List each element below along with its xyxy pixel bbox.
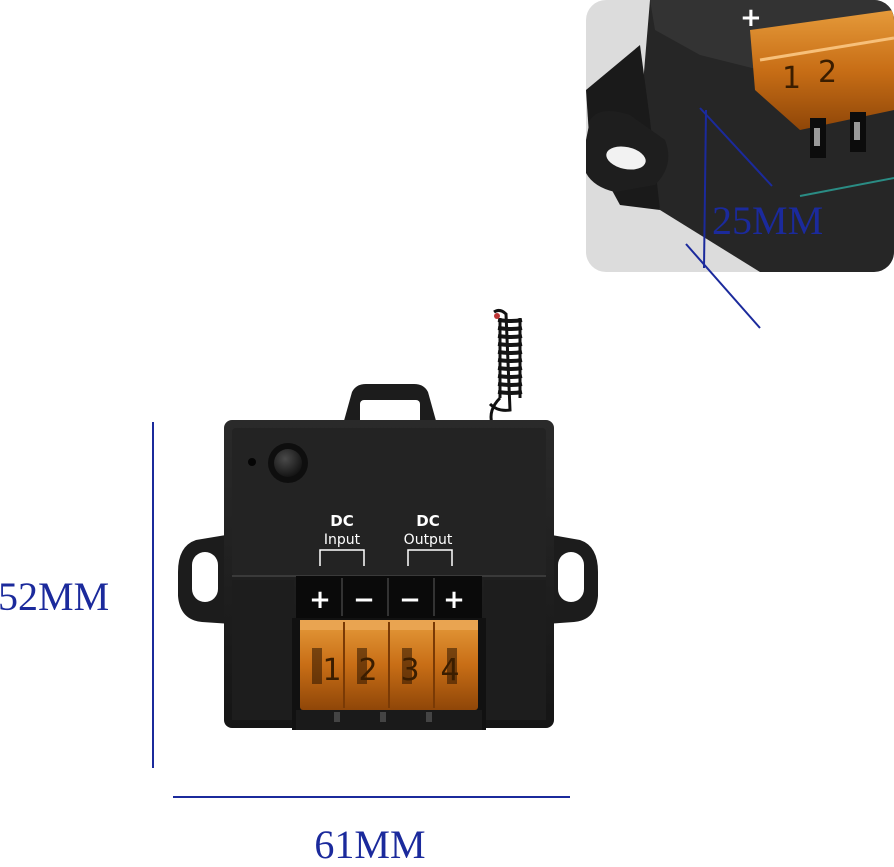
right-mount-ear <box>546 534 598 624</box>
left-mount-ear <box>178 534 232 624</box>
inset-number-1: 1 <box>782 61 801 96</box>
antenna <box>488 308 523 425</box>
terminal-sign-1: + <box>309 585 331 615</box>
terminal-number-3: 3 <box>400 653 419 688</box>
terminal-number-2: 2 <box>358 653 377 688</box>
inset-closeup: 1 2 + <box>586 0 894 272</box>
terminal-sign-2: − <box>353 585 375 615</box>
learn-button <box>268 443 308 483</box>
depth-dimension-line <box>685 243 761 329</box>
input-bracket <box>319 549 365 566</box>
depth-dimension-label: 25MM <box>712 198 823 243</box>
terminal-number-4: 4 <box>440 653 459 688</box>
input-label-title: DC <box>330 512 353 530</box>
terminal-number-1: 1 <box>322 653 341 688</box>
terminal-sign-4: + <box>443 585 465 615</box>
input-label-sub: Input <box>324 532 361 548</box>
status-led <box>248 458 256 466</box>
width-dimension-label: 61MM <box>314 822 425 867</box>
receiver-module: DC Input DC Output + − − + 1 2 <box>178 308 598 730</box>
output-label-title: DC <box>416 512 439 530</box>
inset-number-2: 2 <box>818 55 837 90</box>
height-dimension-label: 52MM <box>0 574 109 619</box>
output-bracket <box>407 549 453 566</box>
terminal-block: 1 2 3 4 <box>292 618 486 730</box>
inset-plus-sign: + <box>740 3 762 33</box>
output-label-sub: Output <box>404 532 453 548</box>
terminal-sign-3: − <box>399 585 421 615</box>
